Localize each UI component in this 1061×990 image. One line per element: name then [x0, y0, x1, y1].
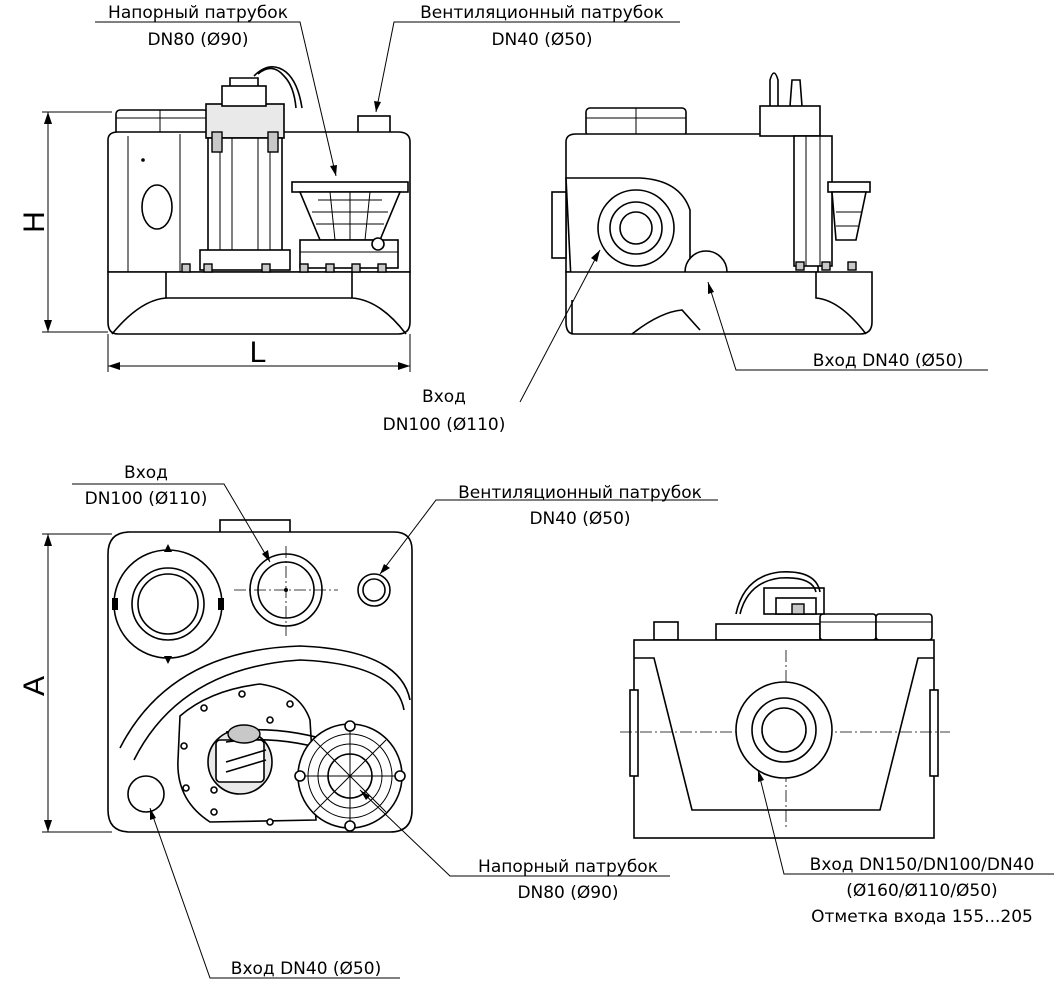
side-dim-l: L [250, 336, 267, 369]
front-inlet-large-label-line2: DN100 (Ø110) [383, 415, 506, 435]
top-inlet-label-line2: DN100 (Ø110) [85, 489, 208, 509]
side-view: H L Напорный патрубок DN80 (Ø90) Вентиля… [18, 3, 680, 372]
side-vent-label-line1: Вентиляционный патрубок [420, 3, 664, 23]
top-inlet-small-label: Вход DN40 (Ø50) [231, 959, 381, 979]
rear-inlet-label-line3: Отметка входа 155...205 [811, 907, 1033, 927]
side-view-bolts [181, 263, 387, 273]
top-view-bolts [180, 690, 294, 826]
side-outlet-label-line2: DN80 (Ø90) [147, 30, 248, 50]
side-vent-label-line2: DN40 (Ø50) [491, 30, 592, 50]
side-outlet-label-line1: Напорный патрубок [108, 3, 288, 23]
rear-inlet-label-line2: (Ø160/Ø110/Ø50) [846, 881, 997, 901]
top-vent-label-line2: DN40 (Ø50) [529, 509, 630, 529]
rear-inlet-label-line1: Вход DN150/DN100/DN40 [810, 855, 1035, 875]
side-dim-h: H [18, 211, 51, 233]
rear-view: Вход DN150/DN100/DN40 (Ø160/Ø110/Ø50) От… [620, 571, 1054, 927]
front-view: Вход DN40 (Ø50) Вход DN100 (Ø110) [383, 72, 988, 435]
front-inlet-small-label: Вход DN40 (Ø50) [813, 351, 963, 371]
top-vent-label-line1: Вентиляционный патрубок [458, 483, 702, 503]
top-view: A Вход DN100 (Ø110) Вентиляционный патру… [18, 463, 718, 979]
top-dim-a: A [18, 676, 51, 696]
top-outlet-label-line2: DN80 (Ø90) [517, 883, 618, 903]
top-outlet-label-line1: Напорный патрубок [478, 857, 658, 877]
top-inlet-label-line1: Вход [124, 463, 168, 483]
front-inlet-large-label-line1: Вход [422, 387, 466, 407]
